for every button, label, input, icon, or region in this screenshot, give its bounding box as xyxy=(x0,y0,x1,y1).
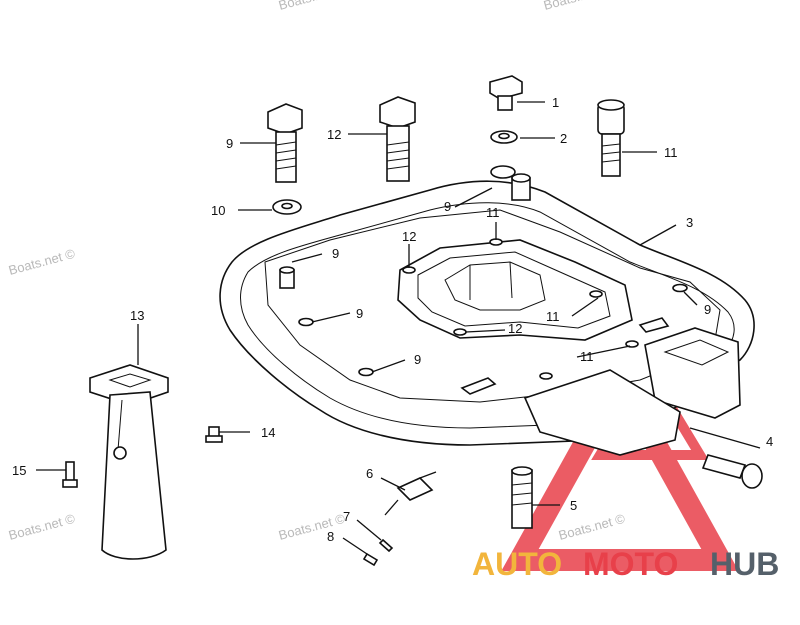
callout-15: 15 xyxy=(12,463,26,478)
callout-9: 9 xyxy=(704,302,711,317)
watermark: Boats.net © xyxy=(7,246,77,278)
watermark: Boats.net © xyxy=(542,0,612,13)
callout-13: 13 xyxy=(130,308,144,323)
logo-text-hub: HUB xyxy=(710,546,779,582)
callouts: 1 2 3 4 5 6 7 8 9 9 9 9 9 9 10 11 11 11 … xyxy=(12,95,773,544)
bolt-9 xyxy=(240,103,303,183)
leader-lines xyxy=(291,187,698,373)
callout-4: 4 xyxy=(766,434,773,449)
housing-13 xyxy=(89,324,169,560)
socket-screw-11 xyxy=(597,99,657,177)
watermark: Boats.net © xyxy=(557,511,627,543)
washer-2 xyxy=(490,130,555,144)
callout-12: 12 xyxy=(327,127,341,142)
screw-15 xyxy=(36,461,78,488)
logo-text-auto: AUTO xyxy=(472,546,562,582)
watermark: Boats.net © xyxy=(277,0,347,13)
callout-14: 14 xyxy=(261,425,275,440)
callout-12: 12 xyxy=(402,229,416,244)
bolt-1 xyxy=(489,75,545,111)
callout-9: 9 xyxy=(414,352,421,367)
pin-8 xyxy=(342,537,379,567)
callout-12: 12 xyxy=(508,321,522,336)
watermark: Boats.net © xyxy=(277,511,347,543)
bolt-12 xyxy=(348,96,416,182)
callout-9: 9 xyxy=(226,136,233,151)
watermark: Boats.net © xyxy=(7,511,77,543)
callout-3: 3 xyxy=(686,215,693,230)
callout-9: 9 xyxy=(444,199,451,214)
switch-6 xyxy=(380,471,437,516)
callout-1: 1 xyxy=(552,95,559,110)
callout-11: 11 xyxy=(546,309,560,324)
callout-7: 7 xyxy=(343,509,350,524)
callout-11: 11 xyxy=(486,205,500,220)
screw-14 xyxy=(205,426,250,443)
callout-2: 2 xyxy=(560,131,567,146)
screw-4 xyxy=(689,427,763,489)
stud-5 xyxy=(511,466,560,529)
automotohub-logo-text: AUTO MOTO HUB xyxy=(472,546,779,582)
callout-11: 11 xyxy=(580,349,594,364)
callout-6: 6 xyxy=(366,466,373,481)
callout-9: 9 xyxy=(356,306,363,321)
logo-text-moto: MOTO xyxy=(583,546,678,582)
lock-washer-10 xyxy=(238,199,302,215)
callout-5: 5 xyxy=(570,498,577,513)
callout-10: 10 xyxy=(211,203,225,218)
callout-9: 9 xyxy=(332,246,339,261)
pin-7 xyxy=(356,519,394,553)
callout-11: 11 xyxy=(664,145,678,160)
callout-8: 8 xyxy=(327,529,334,544)
